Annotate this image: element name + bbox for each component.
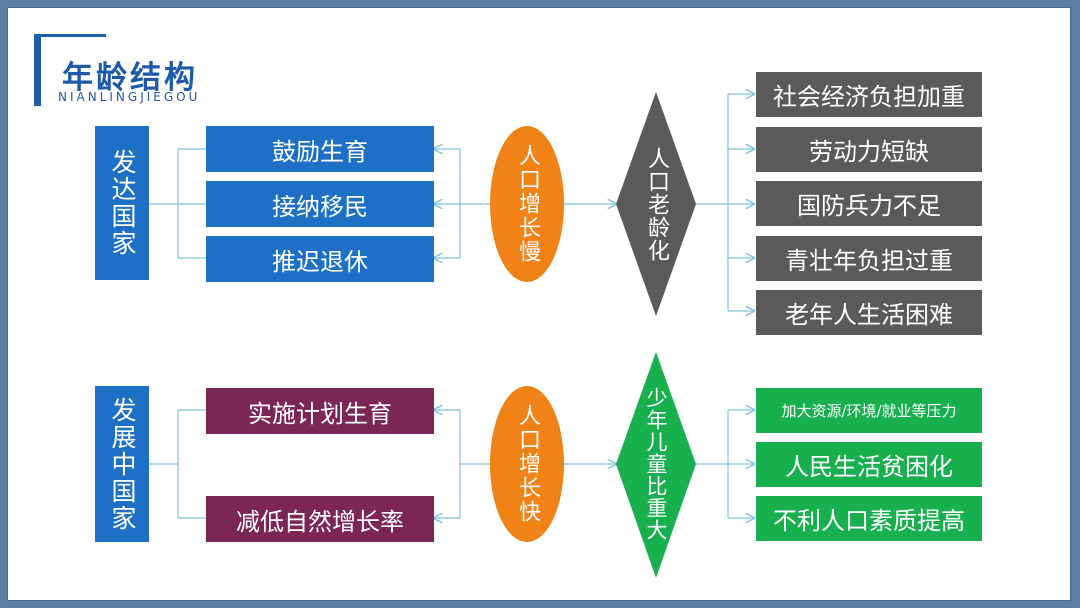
problem-item: 社会经济负担加重 [756, 72, 982, 117]
problem-item: 国防兵力不足 [756, 181, 982, 226]
youth-diamond [616, 352, 696, 578]
measure-item: 减低自然增长率 [206, 496, 434, 542]
page-title: 年龄结构 [62, 60, 198, 96]
fast-growth-oval: 人口增长快 [490, 386, 564, 542]
title-accent-bar [34, 34, 41, 106]
title-accent-top [34, 34, 106, 37]
developed-country-box: 发达国家 [95, 126, 149, 280]
youth-ratio-label: 少年儿童比重大 [644, 387, 668, 541]
problem-item: 老年人生活困难 [756, 290, 982, 335]
developing-country-box: 发展中国家 [95, 386, 149, 542]
measure-item: 接纳移民 [206, 181, 434, 227]
problem-item: 加大资源/环境/就业等压力 [756, 388, 982, 433]
problem-item: 劳动力短缺 [756, 127, 982, 172]
connector-lines [149, 8, 1072, 578]
page-subtitle: NIANLINGJIEGOU [58, 90, 201, 104]
measure-item: 推迟退休 [206, 236, 434, 282]
problem-item: 不利人口素质提高 [756, 496, 982, 541]
measure-item: 实施计划生育 [206, 388, 434, 434]
slow-growth-oval: 人口增长慢 [490, 126, 564, 282]
aging-label: 人口老龄化 [644, 146, 669, 262]
measure-item: 鼓励生育 [206, 126, 434, 172]
slide: 年龄结构 NIANLINGJIEGOU 发达国家 鼓励生育 接纳移民 推迟退休 … [7, 7, 1071, 601]
problem-item: 人民生活贫困化 [756, 442, 982, 487]
aging-diamond [616, 92, 696, 316]
problem-item: 青壮年负担过重 [756, 236, 982, 281]
